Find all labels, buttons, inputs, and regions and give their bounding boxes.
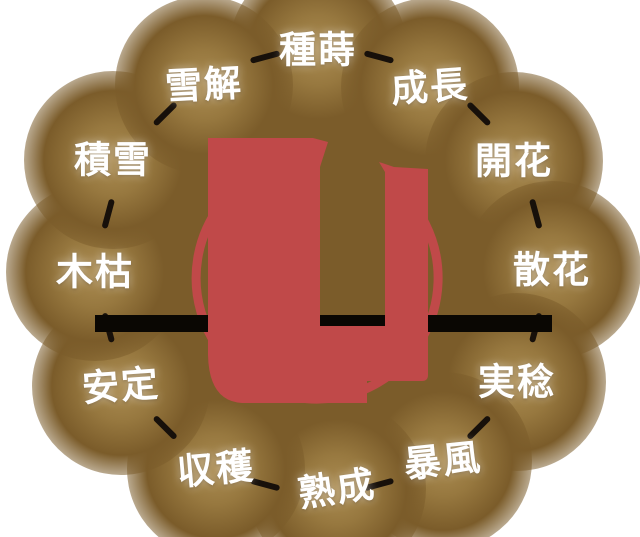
badge-label: 熟成 bbox=[295, 461, 379, 516]
badge-label: 木枯 bbox=[56, 249, 134, 294]
badge-label: 成長 bbox=[389, 61, 471, 112]
badge-label: 種蒔 bbox=[279, 27, 357, 72]
badge-label: 実稔 bbox=[478, 359, 556, 404]
logo-u-shape bbox=[208, 138, 428, 403]
badge-label: 積雪 bbox=[74, 137, 152, 182]
badge-label: 散花 bbox=[513, 247, 591, 292]
badge-label: 暴風 bbox=[401, 434, 485, 487]
badge-label: 開花 bbox=[475, 138, 553, 183]
badge-label: 収穫 bbox=[175, 443, 257, 494]
badge-label: 安定 bbox=[80, 360, 162, 411]
badge-label: 雪解 bbox=[163, 60, 245, 109]
